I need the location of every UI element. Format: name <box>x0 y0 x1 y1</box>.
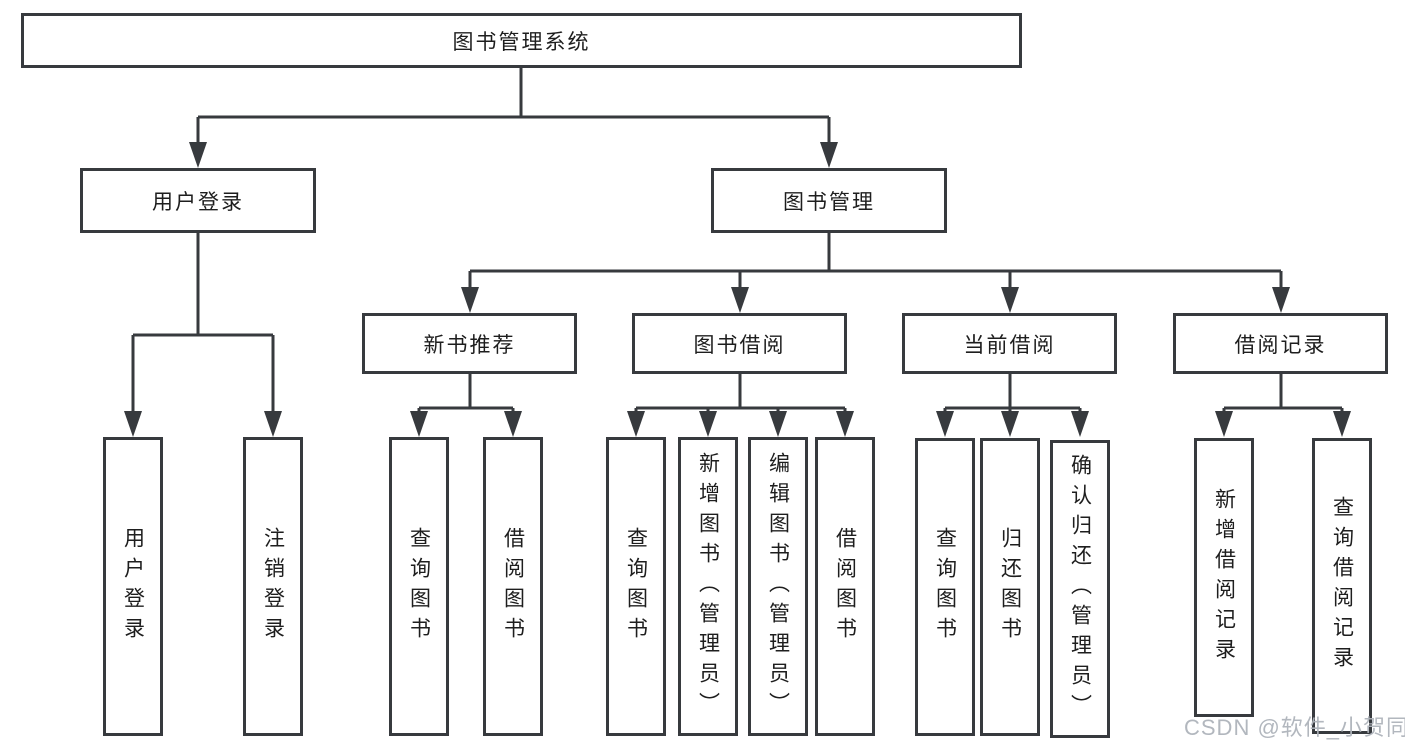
leaf-user-login: 用户登录 <box>103 437 163 736</box>
node-root: 图书管理系统 <box>21 13 1022 68</box>
leaf-label: 借阅图书 <box>501 526 525 647</box>
node-book-borrow: 图书借阅 <box>632 313 847 374</box>
leaf-label: 新增图书（管理员） <box>696 451 720 722</box>
leaf-logout: 注销登录 <box>243 437 303 736</box>
leaf-bb-borrow-book: 借阅图书 <box>815 437 875 736</box>
node-book-management: 图书管理 <box>711 168 947 233</box>
node-borrow-record: 借阅记录 <box>1173 313 1388 374</box>
leaf-label: 编辑图书（管理员） <box>766 451 790 722</box>
leaf-label: 借阅图书 <box>833 526 857 647</box>
leaf-bb-query-book: 查询图书 <box>606 437 666 736</box>
leaf-label: 用户登录 <box>121 526 145 647</box>
node-label: 借阅记录 <box>1234 333 1327 357</box>
leaf-nb-query-book: 查询图书 <box>389 437 449 736</box>
leaf-br-query-record: 查询借阅记录 <box>1312 438 1372 734</box>
leaf-label: 查询借阅记录 <box>1330 496 1354 676</box>
node-label: 当前借阅 <box>963 333 1056 357</box>
leaf-label: 新增借阅记录 <box>1212 487 1236 668</box>
node-current-borrow: 当前借阅 <box>902 313 1117 374</box>
leaf-bb-add-book-admin: 新增图书（管理员） <box>678 437 738 736</box>
leaf-label: 查询图书 <box>933 527 957 647</box>
node-label: 图书借阅 <box>693 333 786 357</box>
leaf-label: 归还图书 <box>998 527 1022 647</box>
leaf-label: 注销登录 <box>261 526 285 647</box>
leaf-label: 查询图书 <box>624 526 648 647</box>
node-new-book-recommend: 新书推荐 <box>362 313 577 374</box>
node-user-login: 用户登录 <box>80 168 316 233</box>
leaf-cb-query-book: 查询图书 <box>915 438 975 736</box>
node-label: 新书推荐 <box>423 333 516 357</box>
watermark: CSDN @软件_小贺同学 <box>1184 715 1405 740</box>
leaf-cb-confirm-return-admin: 确认归还（管理员） <box>1050 440 1110 738</box>
leaf-br-add-record: 新增借阅记录 <box>1194 438 1254 717</box>
leaf-label: 查询图书 <box>407 526 431 647</box>
node-label: 图书管理系统 <box>452 30 591 54</box>
node-label: 用户登录 <box>152 190 244 214</box>
leaf-bb-edit-book-admin: 编辑图书（管理员） <box>748 437 808 736</box>
node-label: 图书管理 <box>783 190 875 214</box>
leaf-label: 确认归还（管理员） <box>1068 454 1092 724</box>
leaf-cb-return-book: 归还图书 <box>980 438 1040 736</box>
leaf-nb-borrow-book: 借阅图书 <box>483 437 543 736</box>
